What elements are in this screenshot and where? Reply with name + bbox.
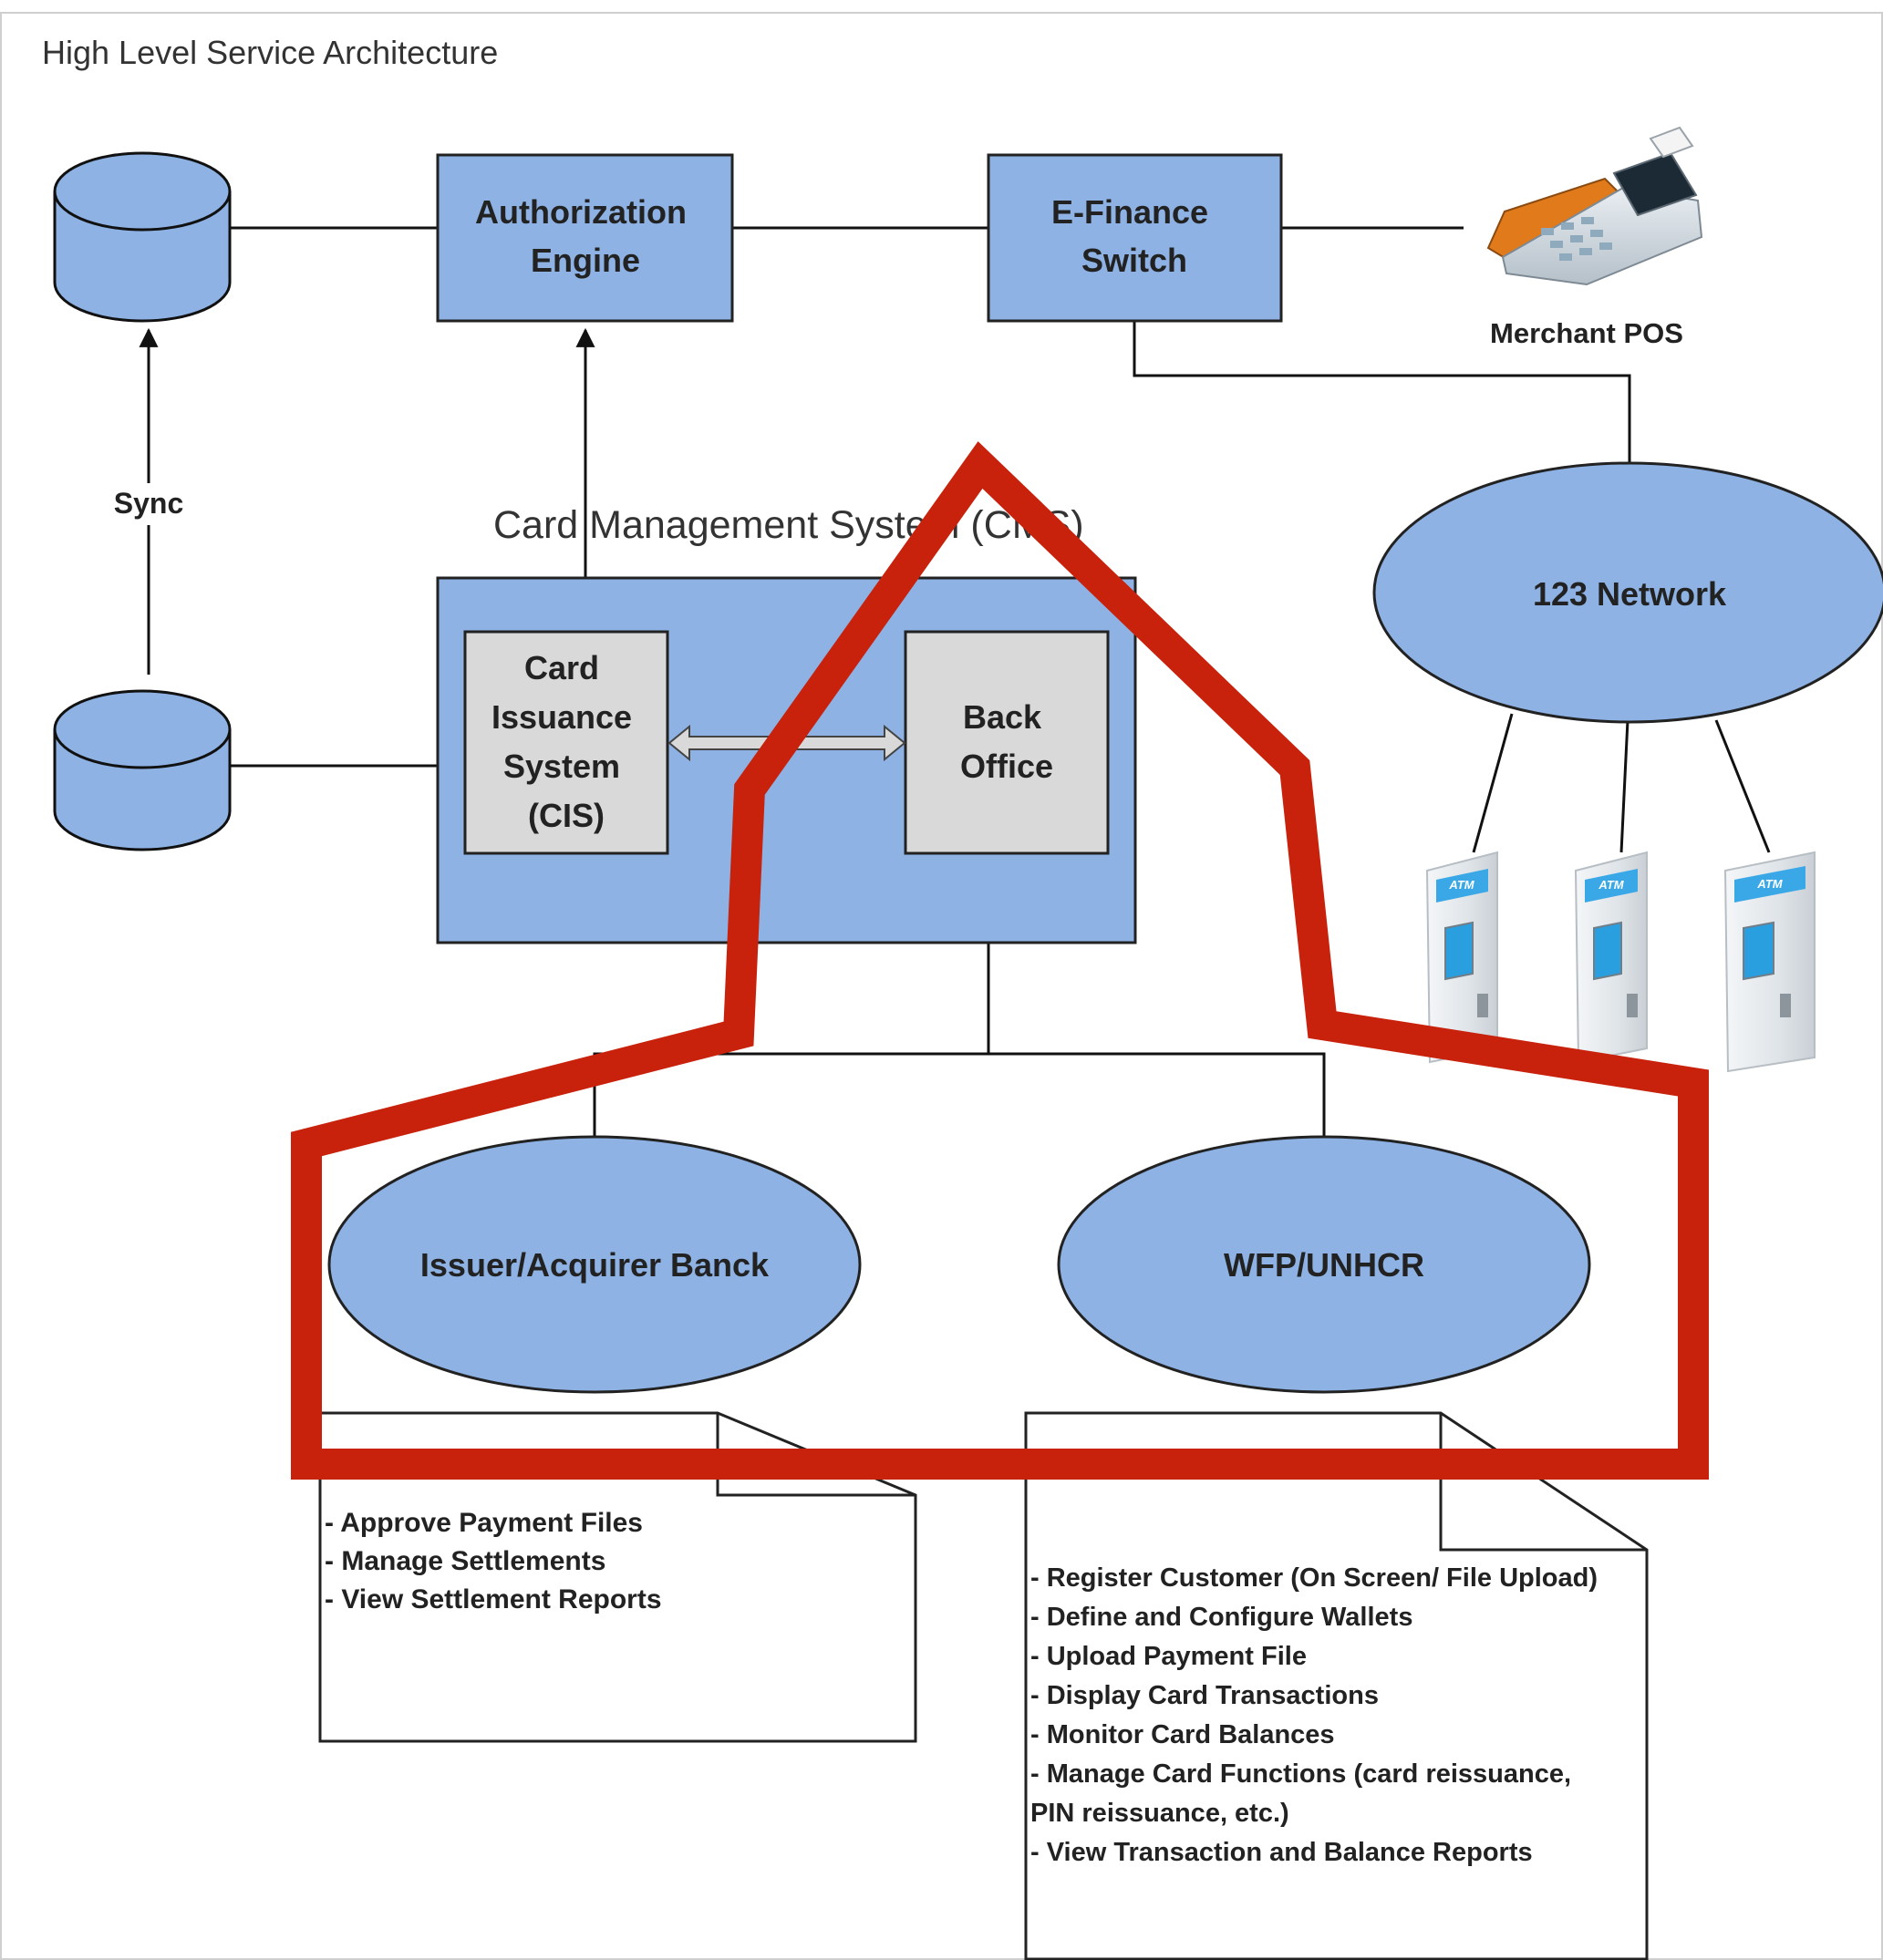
authorization-engine-box (436, 153, 734, 323)
note-line: - View Settlement Reports (325, 1584, 662, 1614)
cms-title: Card Management System (CMS) (493, 503, 1084, 547)
line-switch-to-network (1133, 321, 1631, 465)
line-branch (593, 1052, 1326, 1136)
note-line: - Display Card Transactions (1030, 1681, 1379, 1710)
svg-text:ATM: ATM (1448, 878, 1474, 892)
efinance-switch-box (987, 153, 1283, 323)
note-line: - Approve Payment Files (325, 1508, 643, 1538)
merchant-pos-label: Merchant POS (1490, 317, 1683, 349)
svg-text:- Approve Payment Files: - Approve Payment Files - Manage Settlem… (325, 1508, 662, 1614)
line-network-atm3 (1714, 719, 1771, 853)
svg-text:ATM: ATM (1598, 878, 1624, 892)
atm-icon: ATM (1723, 851, 1816, 1073)
note-line: - Manage Card Functions (card reissuance… (1030, 1759, 1571, 1789)
note-line: - View Transaction and Balance Reports (1030, 1838, 1533, 1867)
note-line: PIN reissuance, etc.) (1030, 1799, 1289, 1828)
database-icon (53, 151, 232, 323)
cis-box (463, 630, 669, 855)
line-network-atm2 (1619, 719, 1630, 853)
efinance-switch-label: E-Finance Switch (1051, 193, 1217, 279)
database-icon (53, 689, 232, 851)
svg-text:- Register Customer (On Screen: - Register Customer (On Screen/ File Upl… (1030, 1563, 1605, 1867)
frame-border (0, 12, 1883, 1960)
note-line: - Monitor Card Balances (1030, 1720, 1335, 1749)
wfp-label: WFP/UNHCR (1224, 1246, 1424, 1284)
issuer-notes: - Approve Payment Files - Manage Settlem… (318, 1411, 917, 1743)
connectors (230, 226, 1771, 1136)
issuer-bank-ellipse (327, 1135, 862, 1394)
authorization-engine-label: Authorization Engine (475, 193, 696, 279)
sync-label: Sync (114, 487, 183, 520)
highlight-outline (291, 441, 1709, 1480)
network-ellipse (1372, 461, 1883, 724)
network-label: 123 Network (1533, 575, 1727, 613)
note-line: - Manage Settlements (325, 1546, 605, 1576)
svg-text:ATM: ATM (1756, 877, 1783, 891)
back-office-box (904, 630, 1110, 855)
note-line: - Upload Payment File (1030, 1642, 1307, 1671)
wfp-notes: - Register Customer (On Screen/ File Upl… (1024, 1411, 1649, 1960)
diagram-title: High Level Service Architecture (42, 34, 498, 71)
line-network-atm1 (1472, 713, 1514, 853)
sync-label-bg (102, 483, 195, 525)
wfp-ellipse (1057, 1135, 1591, 1394)
issuer-bank-label: Issuer/Acquirer Banck (420, 1246, 770, 1284)
atm-icon: ATM (1574, 851, 1648, 1064)
pos-terminal-icon (1486, 126, 1703, 286)
back-office-label: Back Office (960, 698, 1053, 785)
note-line: - Define and Configure Wallets (1030, 1603, 1412, 1632)
note-line: - Register Customer (On Screen/ File Upl… (1030, 1563, 1598, 1593)
cis-label: Card Issuance System (CIS) (491, 649, 641, 834)
